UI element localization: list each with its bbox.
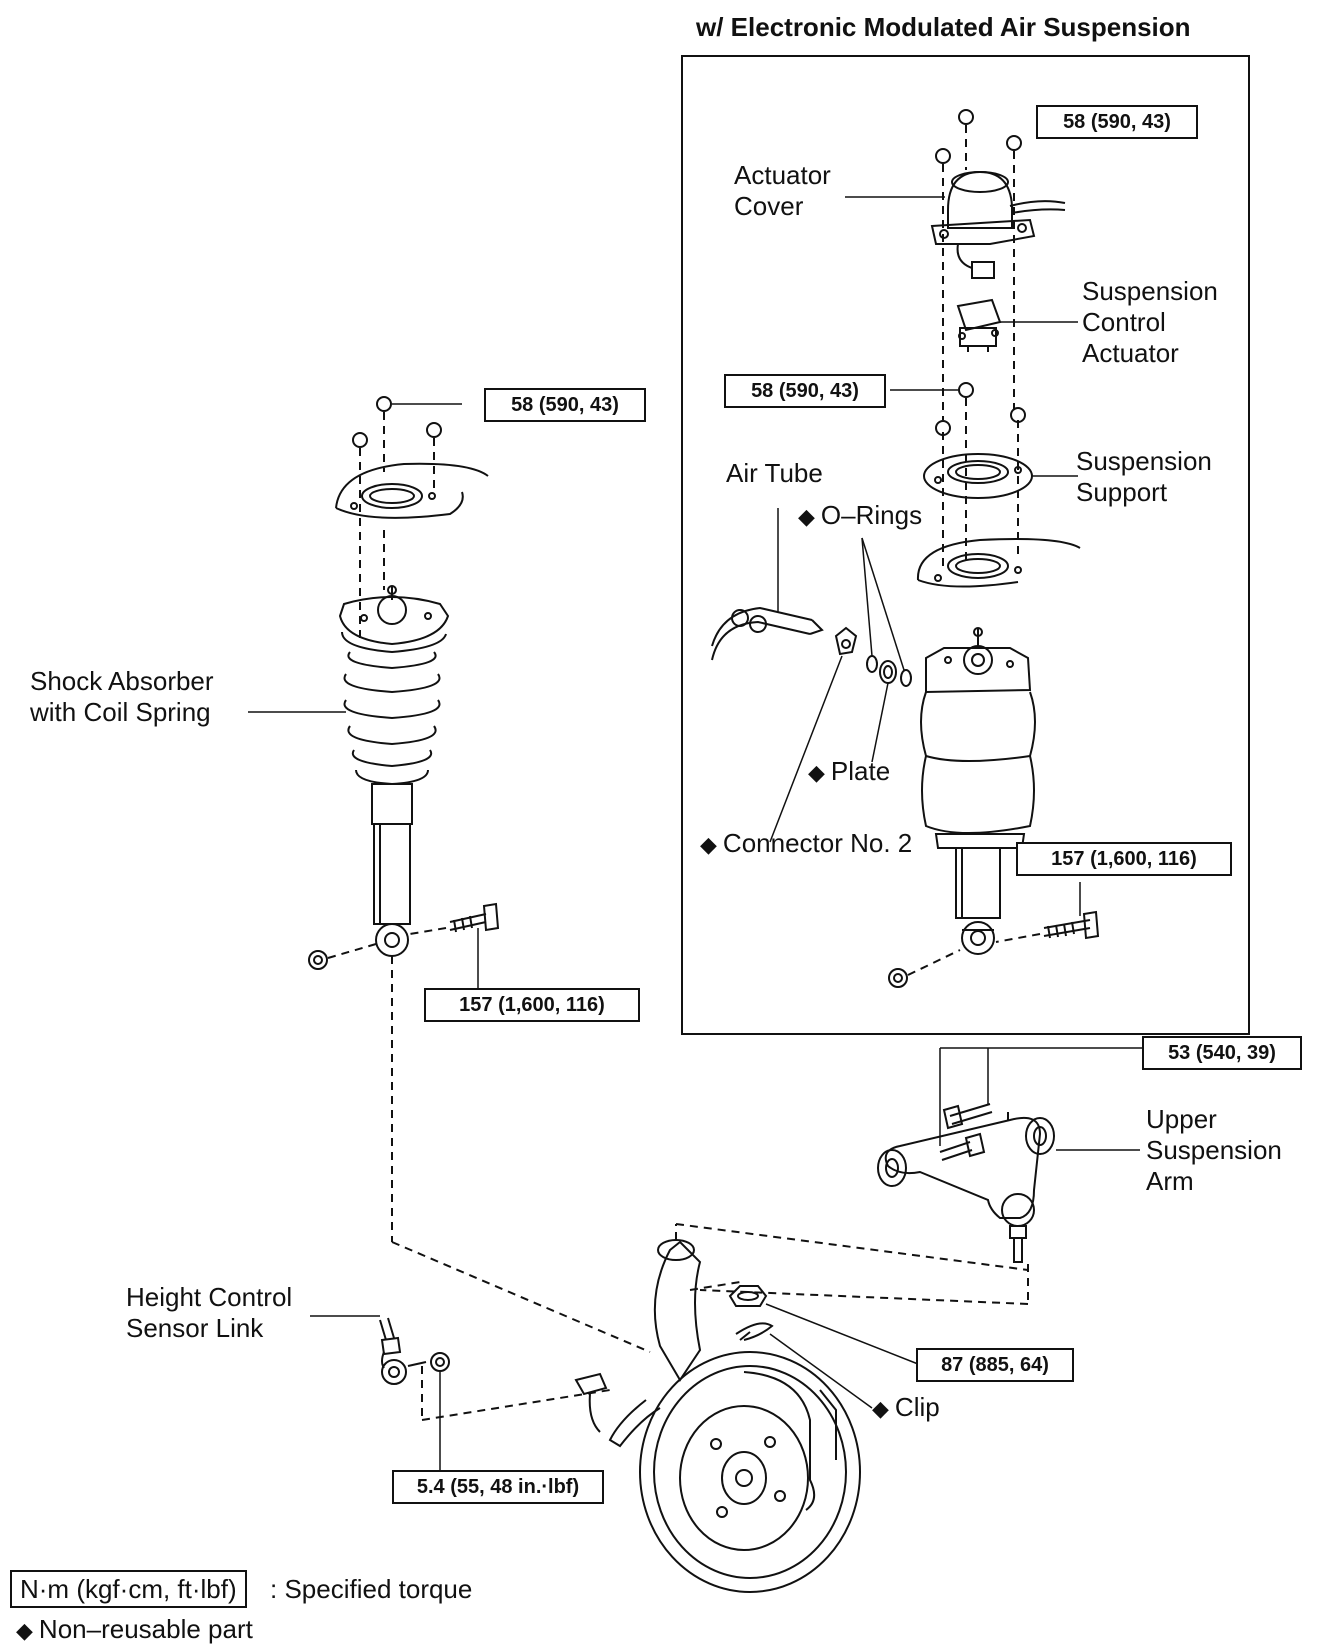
height-sensor-link-shape xyxy=(379,1317,407,1385)
suspension-control-actuator-shape xyxy=(956,298,1002,352)
air-top-nuts xyxy=(935,109,1022,164)
torque-air-support-nut: 58 (590, 43) xyxy=(724,374,886,408)
label-height-control-sensor-link: Height Control Sensor Link xyxy=(126,1282,292,1344)
label-line: Actuator xyxy=(734,160,831,190)
label-line: Sensor Link xyxy=(126,1313,264,1343)
air-tube-shape xyxy=(711,606,824,661)
ball-joint-nut-shape xyxy=(728,1285,768,1307)
non-reusable-icon: ◆ xyxy=(808,760,825,785)
label-line: Upper xyxy=(1146,1104,1217,1134)
label-line: Suspension xyxy=(1146,1135,1282,1165)
label-text: Connector No. 2 xyxy=(722,828,913,858)
label-upper-suspension-arm: Upper Suspension Arm xyxy=(1146,1104,1282,1197)
torque-ball-joint-nut: 87 (885, 64) xyxy=(916,1348,1074,1382)
coil-spring-shape xyxy=(338,585,450,957)
std-lower-bolt xyxy=(449,902,500,933)
std-top-nuts xyxy=(352,396,442,448)
std-lower-nut xyxy=(308,950,328,970)
legend-text: Non–reusable part xyxy=(38,1614,253,1644)
torque-air-lower-bolt: 157 (1,600, 116) xyxy=(1016,842,1232,876)
air-lower-nut xyxy=(888,968,908,988)
label-text: O–Rings xyxy=(820,500,923,530)
torque-std-lower-bolt: 157 (1,600, 116) xyxy=(424,988,640,1022)
label-line: with Coil Spring xyxy=(30,697,211,727)
clip-shape xyxy=(735,1322,774,1341)
label-line: Control xyxy=(1082,307,1166,337)
label-clip: ◆Clip xyxy=(872,1392,940,1424)
torque-sensor-link-nut: 5.4 (55, 48 in.·lbf) xyxy=(392,1470,604,1504)
upper-arm-lines xyxy=(939,1047,1150,1151)
air-lower-bolt xyxy=(1043,910,1100,940)
label-line: Actuator xyxy=(1082,338,1179,368)
torque-air-top-nut: 58 (590, 43) xyxy=(1036,105,1198,139)
non-reusable-icon: ◆ xyxy=(700,832,717,857)
std-insulator-shape xyxy=(335,462,489,519)
label-text: Plate xyxy=(830,756,891,786)
label-shock-absorber: Shock Absorber with Coil Spring xyxy=(30,666,214,728)
non-reusable-icon: ◆ xyxy=(798,504,815,529)
upper-arm-bolts xyxy=(939,1103,993,1161)
label-suspension-support: Suspension Support xyxy=(1076,446,1212,508)
o-rings-shape xyxy=(866,655,912,687)
label-o-rings: ◆O–Rings xyxy=(798,500,922,532)
label-air-tube: Air Tube xyxy=(726,458,823,488)
air-spring-shape xyxy=(920,627,1036,955)
label-connector-no2: ◆Connector No. 2 xyxy=(700,828,912,860)
suspension-support-shape xyxy=(923,453,1033,499)
legend-unit-desc: : Specified torque xyxy=(270,1574,473,1604)
label-line: Suspension xyxy=(1082,276,1218,306)
label-line: Cover xyxy=(734,191,804,221)
label-actuator-cover: Actuator Cover xyxy=(734,160,831,222)
label-text: Clip xyxy=(894,1392,940,1422)
air-insulator-shape xyxy=(916,538,1081,588)
brake-disc-shape xyxy=(639,1351,861,1593)
sensor-bracket-shape xyxy=(574,1372,608,1433)
label-suspension-control-actuator: Suspension Control Actuator xyxy=(1082,276,1218,369)
connector-no2-shape xyxy=(834,626,858,656)
inset-title: w/ Electronic Modulated Air Suspension xyxy=(696,12,1191,42)
non-reusable-icon: ◆ xyxy=(16,1618,33,1643)
torque-upper-arm-bolt: 53 (540, 39) xyxy=(1142,1036,1302,1070)
steering-knuckle-shape xyxy=(608,1239,702,1448)
non-reusable-icon: ◆ xyxy=(872,1396,889,1421)
sensor-link-nut xyxy=(407,1352,450,1372)
legend-non-reusable: ◆Non–reusable part xyxy=(16,1612,253,1648)
label-line: Height Control xyxy=(126,1282,293,1312)
legend-unit-box: N·m (kgf·cm, ft·lbf) xyxy=(10,1570,247,1608)
torque-std-top-nut: 58 (590, 43) xyxy=(484,388,646,422)
label-line: Arm xyxy=(1146,1166,1194,1196)
actuator-cover-shape xyxy=(930,170,1066,279)
label-line: Suspension xyxy=(1076,446,1212,476)
air-suspension-frame xyxy=(681,55,1250,1035)
label-line: Shock Absorber xyxy=(30,666,214,696)
label-line: Support xyxy=(1076,477,1168,507)
upper-arm-shape xyxy=(877,1116,1055,1263)
shock-to-knuckle-line xyxy=(391,956,651,1353)
label-plate: ◆Plate xyxy=(808,756,890,788)
